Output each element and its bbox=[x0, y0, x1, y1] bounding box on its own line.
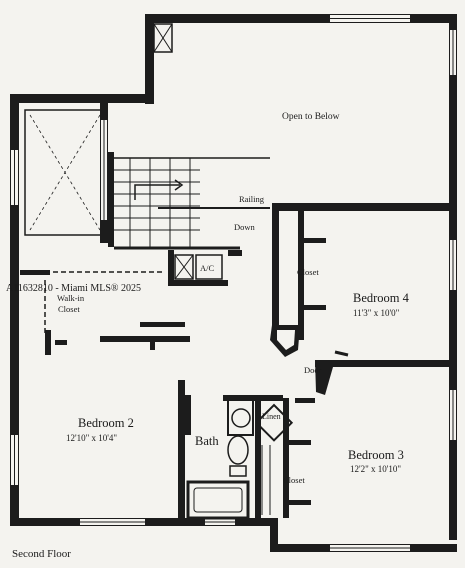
ac-label: A/C bbox=[200, 263, 215, 273]
walkin-closet-label-line2: Closet bbox=[58, 304, 80, 314]
walkin-closet bbox=[20, 270, 190, 355]
ac-closet bbox=[168, 250, 242, 286]
skylight bbox=[24, 103, 108, 243]
walkin-closet-label-line1: Walk-in bbox=[57, 293, 85, 303]
bedroom4-name: Bedroom 4 bbox=[353, 291, 410, 305]
closet-bedroom4-label: Closet bbox=[297, 267, 319, 277]
bath-label: Bath bbox=[195, 434, 219, 448]
railing-label: Railing bbox=[239, 194, 265, 204]
linen-label: Linen bbox=[262, 412, 281, 421]
bedroom4-walls bbox=[270, 203, 453, 395]
open-to-below-label: Open to Below bbox=[282, 112, 340, 122]
shaft-box bbox=[153, 23, 173, 53]
closet-bedroom3-label: Closet bbox=[283, 475, 305, 485]
down-label: Down bbox=[234, 222, 256, 232]
windows bbox=[11, 15, 456, 551]
floor-title: Second Floor bbox=[12, 548, 71, 560]
bedroom4-dims: 11'3" x 10'0" bbox=[353, 308, 400, 318]
door-label: Door bbox=[304, 365, 322, 375]
bedroom2-dims: 12'10" x 10'4" bbox=[66, 433, 117, 443]
bedroom3-dims: 12'2" x 10'10" bbox=[350, 464, 401, 474]
bath-walls bbox=[178, 380, 315, 523]
bedroom2-name: Bedroom 2 bbox=[78, 416, 134, 430]
watermark-text: A11632810 - Miami MLS® 2025 bbox=[6, 283, 141, 294]
staircase bbox=[108, 152, 270, 250]
bedroom3-name: Bedroom 3 bbox=[348, 448, 404, 462]
